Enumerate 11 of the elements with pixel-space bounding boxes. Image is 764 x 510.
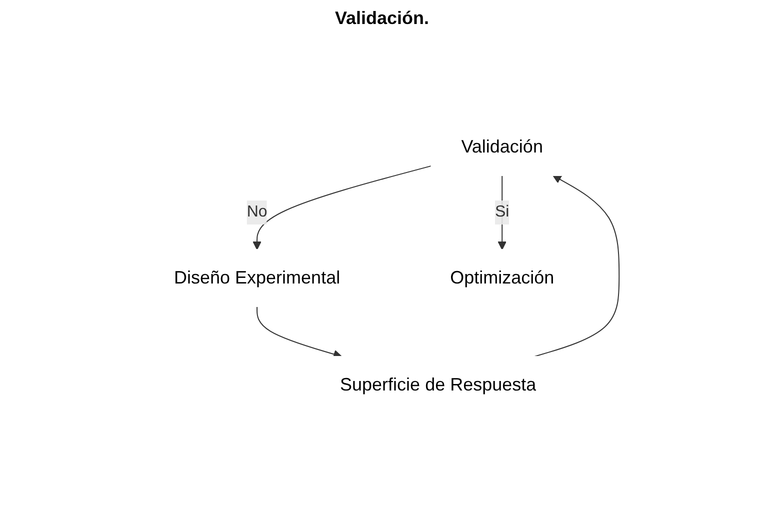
diagram-title: Validación. — [334, 8, 430, 29]
arrow — [534, 175, 620, 357]
node-text: Diseño Experimental — [174, 268, 341, 288]
edge-label: No — [247, 204, 268, 220]
edge-label: Si — [495, 204, 510, 220]
arrow — [256, 306, 342, 358]
arrow — [253, 165, 432, 250]
node-text: Validación — [462, 136, 544, 156]
arrow — [498, 175, 507, 250]
node-text: Optimización — [450, 268, 555, 288]
node-text: Superficie de Respuesta — [340, 374, 537, 394]
